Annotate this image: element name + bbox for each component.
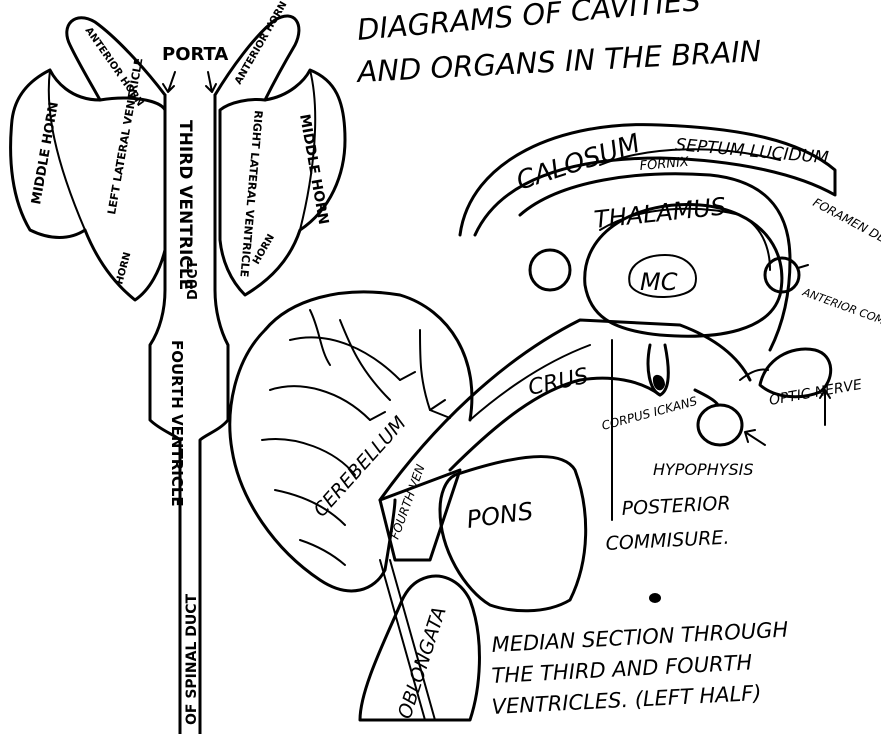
duct-label: DUCT — [186, 260, 201, 300]
title-line-2: AND ORGANS IN THE BRAIN — [355, 34, 763, 89]
horn-left-lower-label: HORN — [114, 251, 133, 286]
foramen-arrow — [798, 265, 808, 268]
porta-arrow-right — [206, 72, 216, 92]
corpus-ickans-label: CORPUS ICKANS — [600, 394, 699, 433]
spinal-duct-label: OF SPINAL DUCT — [184, 593, 200, 725]
mc-label: MC — [640, 268, 678, 296]
commisure-label: COMMISURE. — [605, 527, 730, 555]
anterior-horn-right-label: ANTERIOR HORN — [233, 0, 289, 87]
ink-dot — [649, 593, 661, 603]
hypophysis-label: HYPOPHYSIS — [653, 460, 754, 479]
porta-label: PORTA — [162, 44, 228, 65]
caption-line-3: VENTRICLES. (LEFT HALF) — [491, 681, 762, 719]
posterior-label: POSTERIOR — [621, 492, 731, 520]
pineal-body — [530, 250, 570, 290]
middle-horn-right-label: MIDDLE HORN — [296, 113, 331, 226]
fourth-ventricle-label: FOURTH VENTRICLE — [168, 340, 186, 507]
anterior-commissure-label: ANTERIOR COMMISSURE — [800, 285, 881, 344]
ventricle-diagram: PORTA ANTERIOR HORN ANTERIOR HORN MIDDLE… — [11, 0, 345, 734]
hypophysis-arrow — [745, 430, 765, 445]
septum-lucidum-label: SEPTUM LUCIDUM — [675, 135, 830, 168]
horn-right-lower-label: HORN — [251, 232, 277, 266]
hypophysis — [698, 405, 742, 445]
thalamus-label: THALAMUS — [593, 192, 728, 234]
crus-label: CRUS — [526, 364, 591, 401]
foramen-de-monro-label: FORAMEN DE MONRO — [811, 195, 881, 269]
pons-label: PONS — [465, 497, 535, 534]
fornix-label: FORNIX — [639, 155, 690, 174]
oblongata-label: OBLONGATA — [394, 604, 451, 721]
right-lateral-ventricle — [220, 70, 345, 295]
caption-line-2: THE THIRD AND FOURTH — [491, 650, 753, 688]
optic-nerve-label: OPTIC NERVE — [768, 377, 863, 409]
porta-arrow-left — [163, 72, 175, 92]
